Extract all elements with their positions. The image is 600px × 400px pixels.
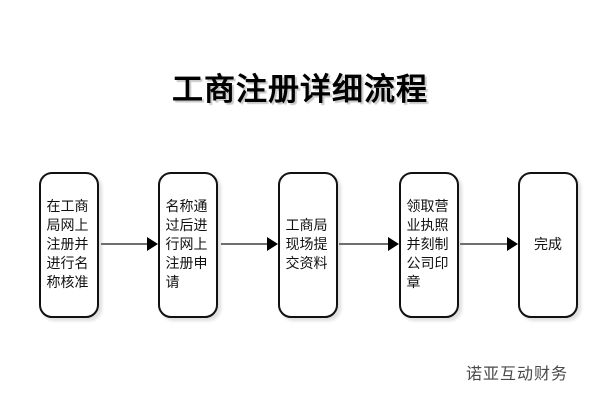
arrow-head-icon: [267, 237, 278, 251]
flow-step-2-label: 名称通过后进行网上注册申请: [165, 198, 208, 291]
connector-arrow-2: [221, 237, 278, 252]
connector-arrow-3: [339, 237, 399, 252]
flow-step-3[interactable]: 工商局现场提交资料: [278, 172, 338, 318]
connector-line-4: [460, 243, 508, 245]
connector-arrow-4: [460, 237, 518, 252]
flow-step-1[interactable]: 在工商局网上注册并进行名称核准: [39, 172, 99, 318]
connector-arrow-1: [101, 237, 158, 252]
flow-step-5[interactable]: 完成: [518, 172, 578, 318]
arrow-head-icon: [507, 237, 518, 251]
connector-line-2: [221, 243, 268, 245]
connector-line-1: [101, 243, 148, 245]
flow-step-3-label: 工商局现场提交资料: [285, 217, 328, 272]
flow-step-1-label: 在工商局网上注册并进行名称核准: [46, 198, 89, 291]
watermark-label: 诺亚互动财务: [466, 364, 569, 383]
page-title: 工商注册详细流程: [172, 72, 428, 108]
flow-step-4-label: 领取营业执照并刻制公司印章: [406, 198, 449, 291]
connector-line-3: [339, 243, 389, 245]
arrow-head-icon: [388, 237, 399, 251]
arrow-head-icon: [147, 237, 158, 251]
flow-step-4[interactable]: 领取营业执照并刻制公司印章: [399, 172, 459, 318]
flow-step-2[interactable]: 名称通过后进行网上注册申请: [158, 172, 218, 318]
flow-step-5-label: 完成: [534, 236, 562, 253]
